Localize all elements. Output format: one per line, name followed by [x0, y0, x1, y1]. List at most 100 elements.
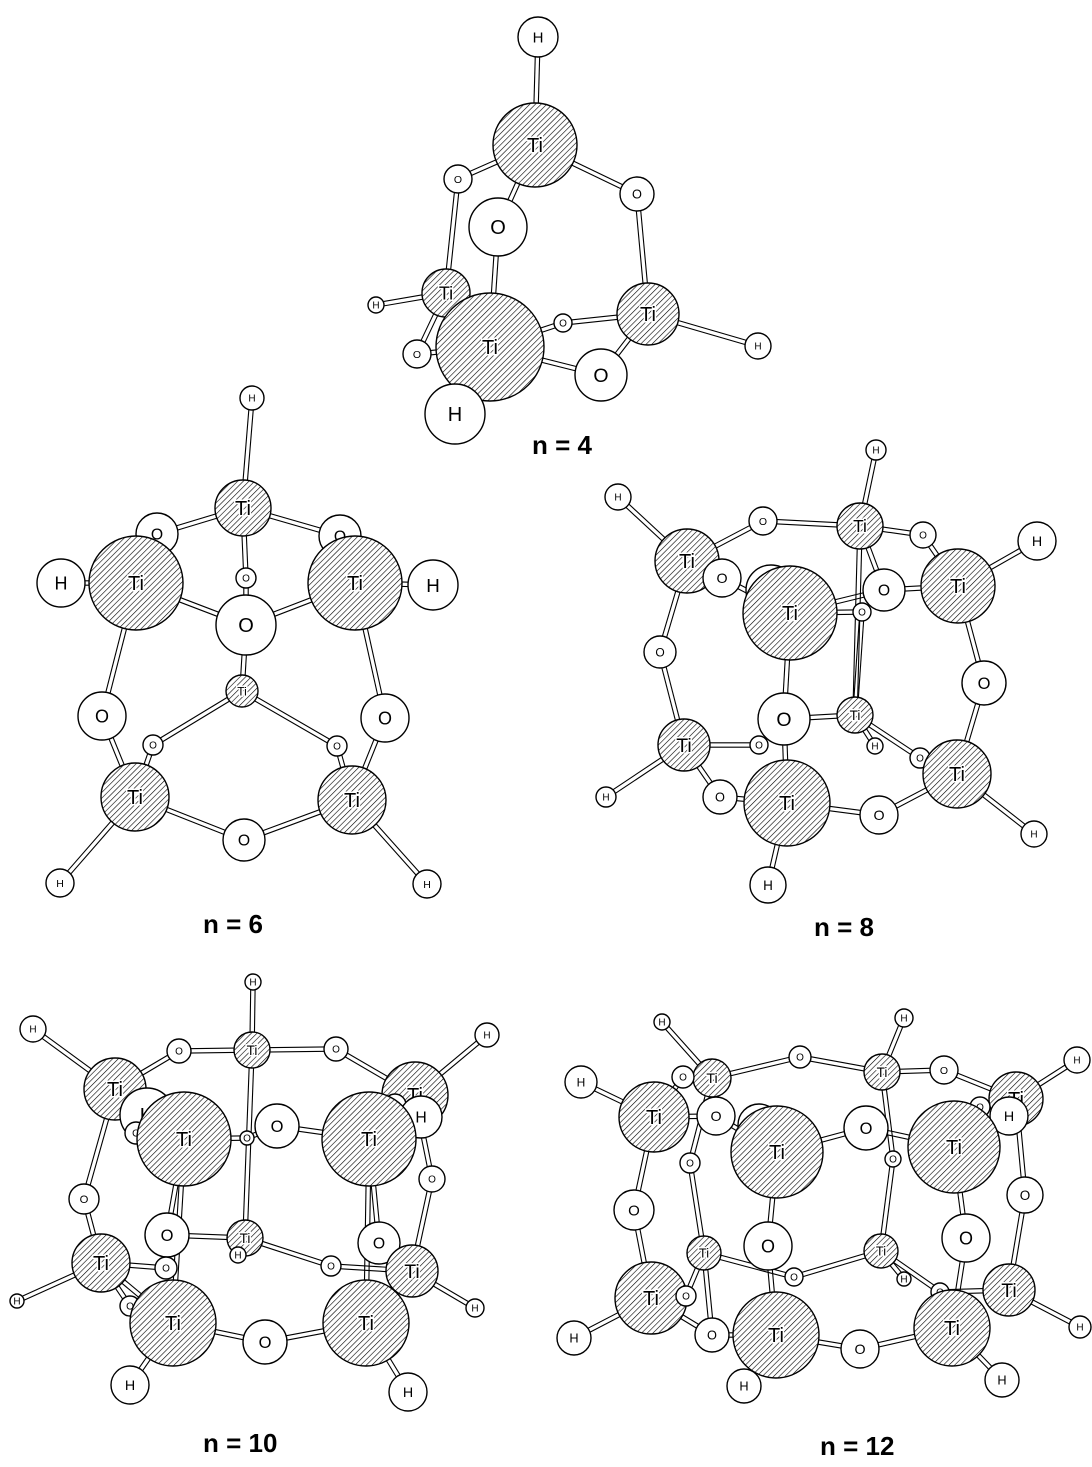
atom-label: Ti	[107, 1079, 123, 1101]
atom-label: O	[428, 1175, 436, 1186]
atom-label: H	[533, 29, 544, 46]
atom-label: H	[249, 978, 256, 989]
atom-label: H	[871, 742, 878, 753]
titanium-atom	[307, 535, 403, 631]
titanium-atom	[100, 762, 170, 832]
atom-label: O	[413, 349, 421, 361]
oxygen-atom	[360, 693, 410, 743]
titanium-atom	[913, 1289, 991, 1367]
hydrogen-atom	[744, 332, 772, 360]
hydrogen-atom	[1063, 1046, 1091, 1074]
atom-label: O	[790, 1273, 798, 1284]
titanium-atom	[129, 1279, 217, 1367]
atom-label: Ti	[344, 790, 360, 812]
titanium-atom	[71, 1233, 131, 1293]
atom-label: H	[29, 1025, 36, 1036]
atom-label: Ti	[439, 283, 453, 303]
atom-label: H	[602, 793, 609, 804]
atom-label: Ti	[769, 1142, 785, 1164]
hydrogen-atom	[45, 868, 75, 898]
atom-label: O	[978, 675, 991, 693]
hydrogen-atom	[424, 383, 486, 445]
oxygen-atom	[320, 1255, 342, 1277]
atom-label: Ti	[944, 1318, 960, 1340]
hydrogen-atom	[894, 1008, 914, 1028]
oxygen-atom	[468, 197, 528, 257]
oxygen-atom	[77, 691, 127, 741]
atom-label: Ti	[235, 498, 251, 520]
atom-label: Ti	[679, 551, 695, 573]
atom-label: H	[658, 1018, 665, 1029]
bond-line	[242, 688, 339, 745]
atom-label: Ti	[482, 337, 498, 359]
hydrogen-atom	[556, 1320, 592, 1356]
atom-label: Ti	[946, 1137, 962, 1159]
titanium-atom	[922, 739, 992, 809]
titanium-atom	[321, 1091, 417, 1187]
oxygen-atom	[142, 734, 164, 756]
atom-label: H	[471, 1304, 478, 1315]
atom-label: Ti	[949, 764, 965, 786]
oxygen-atom	[215, 594, 277, 656]
atom-label: O	[327, 1262, 335, 1273]
oxygen-atom	[675, 1285, 697, 1307]
atom-label: H	[248, 394, 255, 405]
titanium-atom	[863, 1233, 899, 1269]
titanium-atom	[233, 1031, 271, 1069]
atom-label: O	[332, 1045, 340, 1056]
atom-label: O	[271, 1118, 284, 1136]
hydrogen-atom	[239, 385, 265, 411]
atom-label: Ti	[237, 684, 247, 698]
atom-label: O	[243, 1134, 251, 1145]
hydrogen-atom	[367, 296, 385, 314]
atom-label: H	[56, 878, 64, 890]
oxygen-atom	[326, 735, 348, 757]
atom-label: H	[125, 1378, 135, 1394]
atom-label: O	[796, 1053, 804, 1064]
atom-label: O	[755, 741, 763, 752]
atom-label: O	[679, 1073, 687, 1084]
atom-label: O	[632, 187, 642, 202]
atom-label: H	[614, 493, 621, 504]
oxygen-atom	[884, 1150, 902, 1168]
atom-label: O	[878, 583, 890, 600]
atom-label: O	[976, 1103, 984, 1114]
atom-label: H	[423, 879, 431, 891]
hydrogen-atom	[564, 1065, 598, 1099]
titanium-atom	[88, 535, 184, 631]
titanium-atom	[317, 765, 387, 835]
atom-label: Ti	[782, 603, 798, 625]
caption-n6: n = 6	[203, 909, 263, 939]
bond-layer	[15, 36, 1082, 1394]
hydrogen-atom	[412, 869, 442, 899]
titanium-atom	[322, 1279, 410, 1367]
atom-label: O	[132, 1129, 140, 1140]
oxygen-atom	[418, 1165, 446, 1193]
atom-label: O	[238, 833, 250, 850]
atom-label: O	[242, 574, 250, 585]
titanium-atom	[618, 1081, 690, 1153]
atom-label: O	[259, 1334, 272, 1352]
oxygen-atom	[443, 164, 473, 194]
atom-label: O	[162, 1264, 170, 1275]
atom-label: O	[175, 1047, 183, 1058]
oxygen-atom	[239, 1130, 255, 1146]
oxygen-atom	[929, 1055, 959, 1085]
atom-label: H	[1030, 830, 1037, 841]
titanium-atom	[686, 1235, 722, 1271]
oxygen-atom	[574, 348, 628, 402]
oxygen-atom	[613, 1189, 655, 1231]
titanium-atom	[982, 1263, 1036, 1317]
titanium-atom	[214, 479, 272, 537]
titanium-atom	[225, 674, 259, 708]
atom-label: Ti	[347, 573, 363, 595]
atom-label: O	[686, 1159, 694, 1170]
titanium-atom	[743, 759, 831, 847]
atom-label: O	[715, 790, 725, 805]
atom-label: Ti	[176, 1129, 192, 1151]
atom-label: H	[997, 1373, 1006, 1388]
oxygen-atom	[859, 795, 899, 835]
hydrogen-atom	[36, 558, 86, 608]
hydrogen-atom	[749, 866, 787, 904]
atom-label: Ti	[128, 573, 144, 595]
